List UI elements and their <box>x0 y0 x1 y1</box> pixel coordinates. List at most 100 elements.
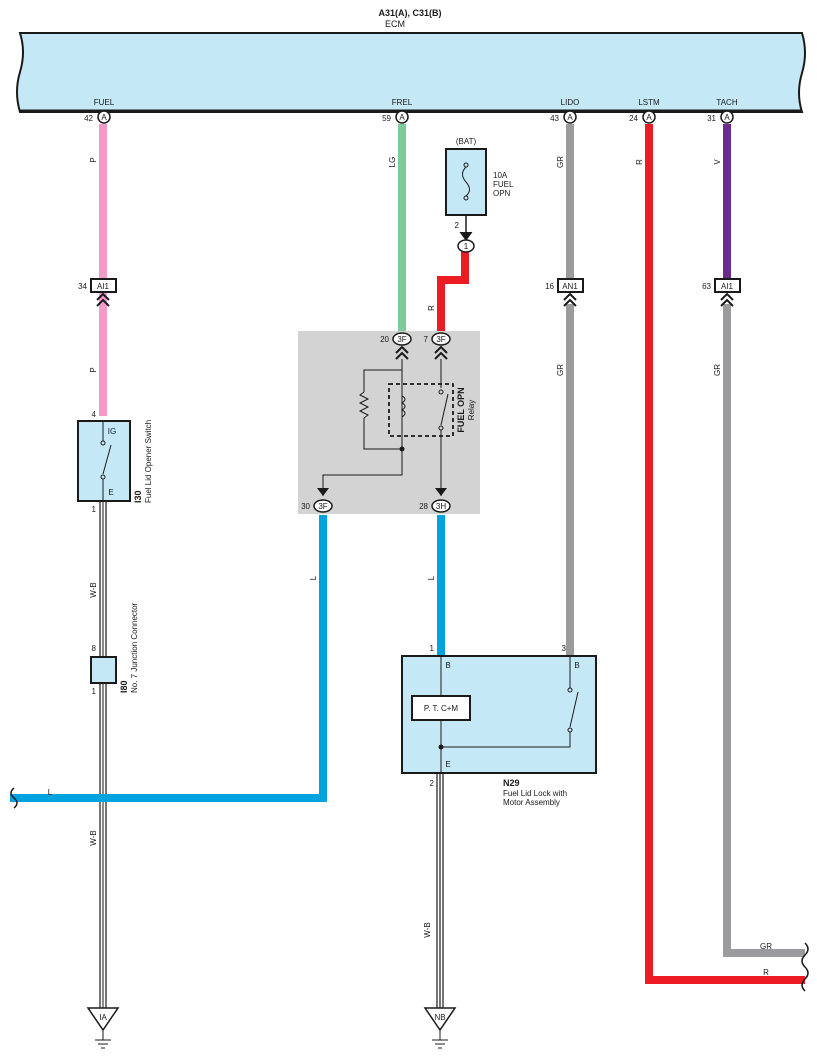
wire-label-gr-2: GR <box>556 364 565 376</box>
ptc-motor-label: P. T. C+M <box>424 704 459 713</box>
junction-name: No. 7 Junction Connector <box>130 602 139 693</box>
motor-pin-e: 2 <box>430 779 435 788</box>
wire-label-l-3: L <box>48 788 53 797</box>
ecm-pin-num-lido: 43 <box>550 114 559 123</box>
svg-text:34: 34 <box>78 282 87 291</box>
switch-pin-top: 4 <box>92 410 97 419</box>
relay-pin-7: 3F 7 <box>424 332 451 360</box>
ecm-pins: FUEL FREL LIDO LSTM TACH 42 59 43 24 31 <box>84 98 738 123</box>
svg-text:AI1: AI1 <box>721 282 734 291</box>
switch-label-ig: IG <box>108 427 116 436</box>
svg-text:A: A <box>567 113 573 122</box>
fuse-supply-label: (BAT) <box>456 137 477 146</box>
wire-label-l-1: L <box>309 575 318 580</box>
wire-label-gr-4: GR <box>760 942 772 951</box>
ecm-pin-num-fuel: 42 <box>84 114 93 123</box>
fuse-line1: FUEL <box>493 180 514 189</box>
ecm-pin-name-lstm: LSTM <box>638 98 660 107</box>
motor-label-b3: B <box>574 661 579 670</box>
svg-text:28: 28 <box>419 502 428 511</box>
fuse-junction-arrow <box>459 231 473 241</box>
fuse-pin: 2 <box>455 221 460 230</box>
wire-lstm-red <box>645 124 805 984</box>
wire-label-l-2: L <box>427 575 436 580</box>
junction-pin-top: 8 <box>92 644 97 653</box>
break-mark-right <box>801 942 809 992</box>
wire-label-r-3: R <box>763 968 769 977</box>
wire-fuse-red <box>437 252 469 332</box>
switch-pin-bottom: 1 <box>92 505 97 514</box>
wire-label-gr-1: GR <box>556 156 565 168</box>
ground-ia: IA <box>86 1007 120 1049</box>
svg-text:3F: 3F <box>436 335 445 344</box>
svg-text:AI1: AI1 <box>97 282 110 291</box>
ground-nb: NB <box>423 1007 457 1049</box>
switch-code: I30 <box>133 490 143 503</box>
svg-text:20: 20 <box>380 335 389 344</box>
relay-pin-20: 3F 20 <box>380 332 412 360</box>
ecm-connectors-label: A31(A), C31(B) <box>378 8 441 18</box>
ptc-motor-box <box>411 695 471 721</box>
svg-text:16: 16 <box>545 282 554 291</box>
motor-pin-b1: 1 <box>430 644 435 653</box>
wire-label-p-1: P <box>89 157 98 162</box>
junction-connector-box <box>90 656 117 684</box>
ecm-pin-name-lido: LIDO <box>561 98 580 107</box>
wire-label-wb-2: W-B <box>89 830 98 845</box>
svg-text:63: 63 <box>702 282 711 291</box>
svg-text:3F: 3F <box>318 502 327 511</box>
inline-connector-ai1-left: AI1 34 <box>78 278 117 307</box>
junction-pin-bottom: 1 <box>92 687 97 696</box>
motor-name-line1: Fuel Lid Lock with <box>503 789 567 798</box>
ecm-pin-num-lstm: 24 <box>629 114 638 123</box>
inline-connector-ai1-right: AI1 63 <box>702 278 741 307</box>
relay-name: FUEL OPN <box>456 387 466 432</box>
motor-label-b1: B <box>445 661 450 670</box>
svg-text:A: A <box>646 113 652 122</box>
ecm-pin-name-tach: TACH <box>716 98 737 107</box>
wire-blue-30 <box>10 515 327 802</box>
motor-label-e: E <box>445 760 450 769</box>
fuse-rating: 10A <box>493 171 508 180</box>
wire-label-gr-3: GR <box>713 364 722 376</box>
ecm-pin-num-frel: 59 <box>382 114 391 123</box>
switch-label-e: E <box>108 488 113 497</box>
wire-tach-gray <box>723 304 805 957</box>
relay-pin-28: 3H 28 <box>419 488 451 513</box>
fuse-line2: OPN <box>493 189 511 198</box>
wire-label-wb-3: W-B <box>423 922 432 937</box>
svg-text:3H: 3H <box>436 502 446 511</box>
svg-text:NB: NB <box>434 1013 445 1022</box>
ecm-pin-num-tach: 31 <box>707 114 716 123</box>
wire-label-p-2: P <box>89 367 98 372</box>
wire-label-r-1: R <box>635 159 644 165</box>
ecm-name-label: ECM <box>385 19 405 29</box>
break-mark-left <box>10 787 18 809</box>
relay-pin-30: 3F 30 <box>301 488 333 513</box>
svg-text:30: 30 <box>301 502 310 511</box>
svg-text:7: 7 <box>424 335 429 344</box>
relay-circuit <box>322 359 454 496</box>
fuse-junction-num: 1 <box>464 242 469 251</box>
wire-wb-right <box>436 773 444 1008</box>
motor-pin-b3: 3 <box>562 644 567 653</box>
svg-text:IA: IA <box>99 1013 107 1022</box>
relay-type: Relay <box>467 400 476 420</box>
ecm-pin-circles: A A A A A <box>97 110 734 124</box>
svg-text:AN1: AN1 <box>562 282 578 291</box>
motor-name-line2: Motor Assembly <box>503 798 560 807</box>
wire-label-r-2: R <box>427 305 436 311</box>
inline-connector-an1: AN1 16 <box>545 278 584 307</box>
fuse-icon <box>462 162 470 201</box>
relay-block <box>298 331 480 514</box>
svg-text:A: A <box>399 113 405 122</box>
svg-text:A: A <box>101 113 107 122</box>
wire-label-lg: LG <box>388 157 397 168</box>
ecm-pin-name-frel: FREL <box>392 98 413 107</box>
switch-name: Fuel Lid Opener Switch <box>144 420 153 503</box>
svg-text:A: A <box>724 113 730 122</box>
junction-code: I80 <box>119 680 129 693</box>
wire-label-wb-1: W-B <box>89 582 98 597</box>
svg-text:3F: 3F <box>397 335 406 344</box>
